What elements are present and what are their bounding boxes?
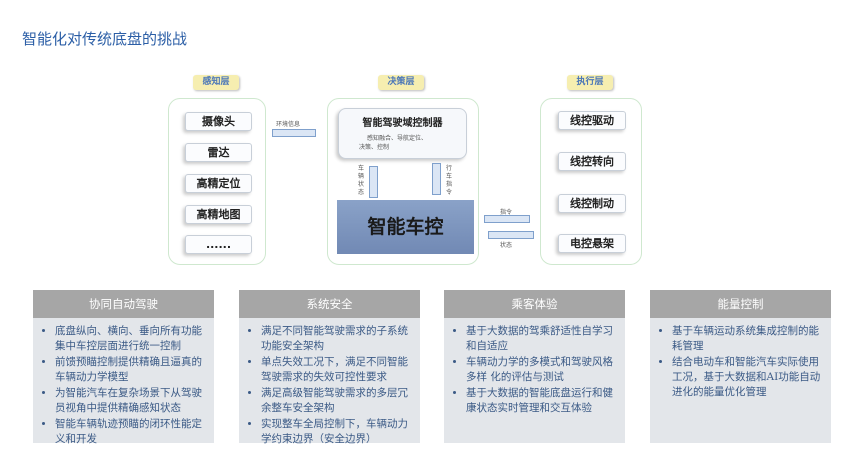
arrow-down-icon — [432, 163, 441, 195]
card-bullet: 满足不同智能驾驶需求的子系统功能安全架构 — [261, 324, 412, 354]
vehicle-state-label: 车辆状态 — [358, 165, 365, 196]
state-label: 状态 — [500, 242, 513, 249]
execution-item: 线控转向 — [558, 152, 626, 171]
domain-controller-title: 智能驾驶域控制器 — [362, 118, 443, 129]
execution-item: 线控制动 — [558, 194, 626, 213]
card-passenger-experience: 乘客体验 基于大数据的驾乘舒适性自学习和自适应车辆动力学的多模式和驾驶风格多样 … — [444, 290, 625, 443]
decision-layer-label: 决策层 — [378, 75, 424, 90]
controller-desc: 决策、控制 — [359, 144, 390, 151]
card-bullet: 车辆动力学的多模式和驾驶风格多样 化的评估与测试 — [466, 355, 617, 385]
execution-item: 线控驱动 — [558, 111, 626, 130]
card-bullet: 满足高级智能驾驶需求的多层冗余整车安全架构 — [261, 386, 412, 416]
perception-layer-label: 感知层 — [193, 75, 239, 90]
card-cooperative-driving: 协同自动驾驶 底盘纵向、横向、垂向所有功能集中车控层面进行统一控制前馈预瞄控制提… — [33, 290, 214, 445]
drive-cmd-label: 行车指令 — [446, 165, 453, 196]
card-title: 协同自动驾驶 — [33, 290, 214, 318]
card-bullet: 单点失效工况下，满足不同智能驾驶需求的失效可控性要求 — [261, 355, 412, 385]
card-system-safety: 系统安全 满足不同智能驾驶需求的子系统功能安全架构单点失效工况下，满足不同智能驾… — [239, 290, 420, 445]
perception-item: 摄像头 — [185, 112, 252, 131]
arrow-left-icon — [488, 231, 534, 239]
card-title: 能量控制 — [650, 290, 831, 318]
card-bullet: 基于大数据的智能底盘运行和健康状态实时管理和交互体验 — [466, 386, 617, 416]
card-energy-control: 能量控制 基于车辆运动系统集成控制的能耗管理结合电动车和智能汽车实际使用工况，基… — [650, 290, 831, 443]
card-bullet: 底盘纵向、横向、垂向所有功能集中车控层面进行统一控制 — [55, 324, 206, 354]
card-bullet: 结合电动车和智能汽车实际使用工况，基于大数据和AI功能自动进化的能量优化管理 — [672, 355, 823, 400]
env-info-label: 环境信息 — [276, 121, 301, 128]
cmd-label: 指令 — [500, 209, 513, 216]
card-title: 系统安全 — [239, 290, 420, 318]
arrow-right-icon — [272, 129, 316, 137]
vehicle-control-box: 智能车控 — [337, 200, 474, 254]
card-title: 乘客体验 — [444, 290, 625, 318]
domain-controller-box: 智能驾驶域控制器 感知融合、导航定位、 决策、控制 — [338, 108, 467, 159]
card-bullet: 前馈预瞄控制提供精确且逼真的车辆动力学模型 — [55, 355, 206, 385]
card-bullet: 基于车辆运动系统集成控制的能耗管理 — [672, 324, 823, 354]
execution-item: 电控悬架 — [558, 234, 626, 253]
perception-item: 高精地图 — [185, 205, 252, 224]
perception-item: ...... — [185, 235, 252, 254]
card-bullet: 实现整车全局控制下，车辆动力学约束边界（安全边界） — [261, 417, 412, 447]
execution-layer-label: 执行层 — [567, 75, 613, 90]
controller-desc: 感知融合、导航定位、 — [367, 135, 428, 142]
card-bullet: 为智能汽车在复杂场景下从驾驶员视角中提供精确感知状态 — [55, 386, 206, 416]
perception-item: 高精定位 — [185, 174, 252, 193]
card-bullet: 智能车辆轨迹预瞄的闭环性能定义和开发 — [55, 417, 206, 447]
page-title: 智能化对传统底盘的挑战 — [22, 30, 188, 48]
perception-item: 雷达 — [185, 143, 252, 162]
arrow-right-icon — [484, 215, 530, 223]
card-bullet: 基于大数据的驾乘舒适性自学习和自适应 — [466, 324, 617, 354]
arrow-up-icon — [369, 166, 378, 198]
